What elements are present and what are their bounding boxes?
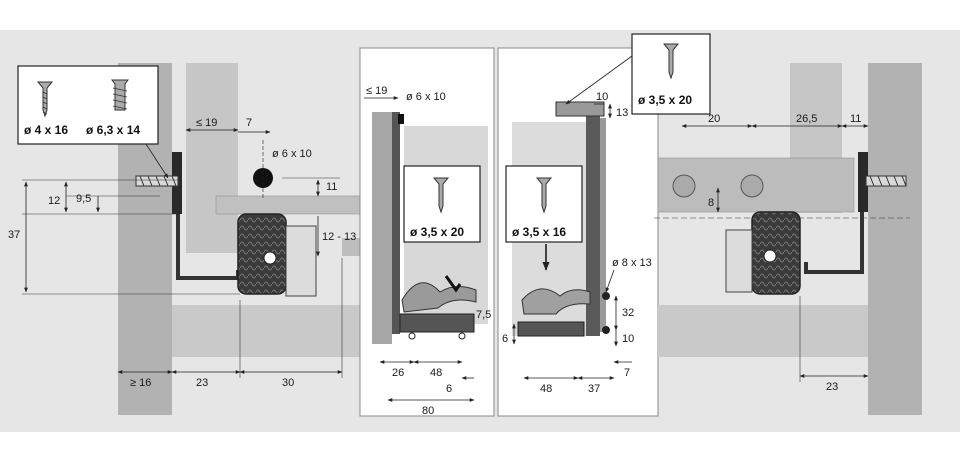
dim-9-5: 9,5: [76, 193, 91, 205]
left-rail-clip: [285, 225, 317, 297]
dim-23: 23: [196, 377, 208, 389]
right-rail-roller: [763, 249, 777, 263]
right-wall-screw: [865, 175, 907, 187]
dim-7: 7: [246, 117, 252, 129]
mr-dim-hole: ø 8 x 13: [612, 257, 652, 269]
mr-dim-7: 7: [624, 367, 630, 379]
ml-dim-hole: ø 6 x 10: [406, 91, 446, 103]
left-cabinet-panel: [186, 63, 238, 253]
screw-label-6-3x14: ø 6,3 x 14: [86, 123, 140, 137]
top-right-screw-label: ø 3,5 x 20: [638, 93, 692, 107]
dim-12-13: 12 - 13: [322, 231, 356, 243]
left-section: 37 12 9,5 ≤ 19 7 ø 6 x 10 11 12 - 13 ≥ 1…: [8, 63, 361, 415]
left-screw-box: [17, 65, 159, 145]
right-floor-band: [658, 305, 868, 357]
dim-11: 11: [326, 181, 337, 193]
screw-icon-countersunk: [432, 177, 450, 214]
ml-coupling: [399, 313, 475, 333]
dim-12: 12: [48, 195, 60, 207]
mr-drawer-side: [586, 114, 600, 336]
ml-dim-80: 80: [422, 405, 434, 417]
right-rail-profile: [751, 211, 801, 295]
left-rail-profile: [237, 213, 287, 295]
dim-37: 37: [8, 229, 20, 241]
mr-coupling: [517, 321, 585, 337]
left-drawer-bottom: [215, 195, 361, 215]
mr-dim-10: 10: [596, 91, 608, 103]
ml-dim-26: 26: [392, 367, 404, 379]
right-dim-20: 20: [708, 113, 720, 125]
right-dowel-2: [740, 174, 764, 198]
screw-icon-euro: [111, 79, 129, 111]
right-bracket-plate: [858, 152, 868, 212]
right-dowel-1: [672, 174, 696, 198]
mr-dim-6: 6: [502, 333, 508, 345]
left-rail-roller: [263, 251, 277, 265]
mr-dim-10b: 10: [622, 333, 634, 345]
mr-top-clip: [555, 101, 605, 117]
left-wall-screw: [135, 175, 179, 187]
mr-screw-label: ø 3,5 x 16: [512, 225, 566, 239]
dim-30: 30: [282, 377, 294, 389]
right-dim-26-5: 26,5: [796, 113, 817, 125]
right-dim-23: 23: [826, 381, 838, 393]
right-dim-8: 8: [708, 197, 714, 209]
screw-label-4x16: ø 4 x 16: [24, 123, 68, 137]
ml-dim-48: 48: [430, 367, 442, 379]
left-runner-block: [342, 238, 360, 256]
screw-icon-countersunk: [36, 81, 54, 118]
ml-screw-label: ø 3,5 x 20: [410, 225, 464, 239]
ml-dim-6: 6: [446, 383, 452, 395]
mr-dim-37: 37: [588, 383, 600, 395]
ml-dim-7-5: 7,5: [476, 309, 491, 321]
ml-dim-19: ≤ 19: [366, 85, 387, 97]
dim-19: ≤ 19: [196, 117, 217, 129]
ml-drawer-side: [372, 112, 392, 344]
mr-lever: [521, 288, 591, 315]
right-wall: [868, 63, 922, 415]
mr-dim-32: 32: [622, 307, 634, 319]
left-floor-band: [172, 305, 360, 357]
dim-hole-6x10: ø 6 x 10: [272, 148, 312, 160]
screw-icon-countersunk: [535, 177, 553, 214]
right-section: 20 26,5 11 8 23: [654, 63, 922, 415]
right-rail-clip: [725, 229, 753, 293]
mr-dim-13: 13: [616, 107, 628, 119]
mr-dim-48: 48: [540, 383, 552, 395]
dim-16: ≥ 16: [130, 377, 151, 389]
middle-right-panel: 10 13 ø 8 x 13 32 10 6 48 37 7 ø 3,5 x 1…: [497, 33, 711, 417]
right-dim-11: 11: [850, 113, 861, 125]
middle-left-panel: ≤ 19 ø 6 x 10 7,5 26 48 6 80 ø 3,5 x 20: [359, 47, 495, 417]
screw-icon-countersunk: [662, 43, 680, 80]
